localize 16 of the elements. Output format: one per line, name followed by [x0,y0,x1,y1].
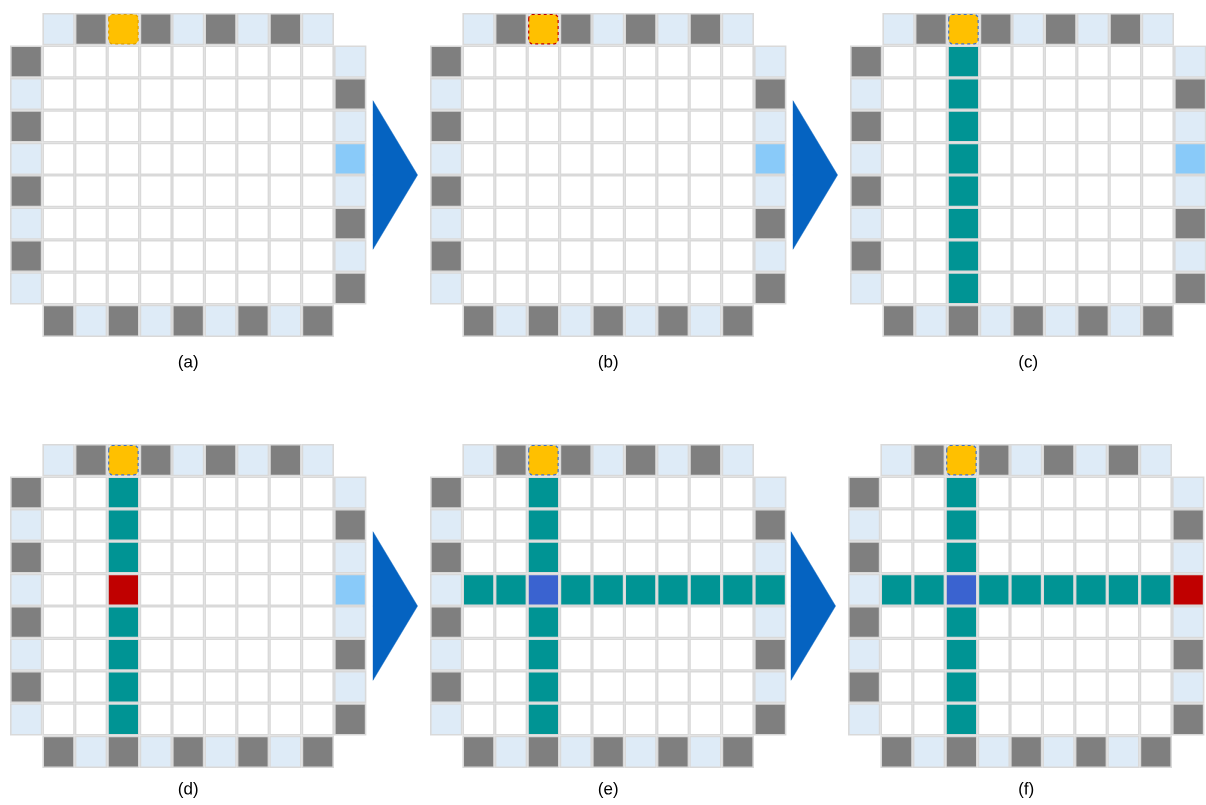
grid-panel-drawing [430,444,787,798]
panel-label: (c) [1019,355,1038,371]
grid-panel-drawing [848,444,1205,798]
arrow [792,100,838,250]
panel-label: (f) [1019,782,1034,798]
arrow [372,531,418,681]
arrow [790,531,836,681]
grid-panel-drawing [430,13,787,371]
panel-label: (d) [178,782,198,798]
grid-panel-drawing [10,444,367,798]
panel-label: (a) [178,355,198,371]
arrow [372,100,418,250]
panel-label: (b) [598,355,618,371]
grid-panel-drawing [850,13,1206,371]
grid-panel-drawing [10,13,367,371]
panel-label: (e) [598,782,618,798]
